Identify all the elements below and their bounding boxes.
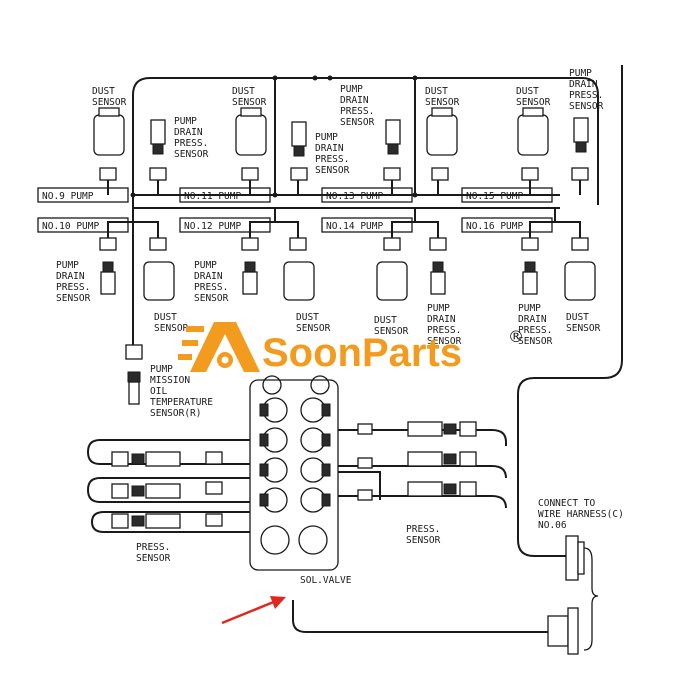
dust-sensor-icon: [93, 107, 125, 181]
press-sensor-label-right: PRESS. SENSOR: [406, 524, 446, 546]
logo-text: SoonParts: [262, 331, 462, 375]
connect-harness-label: CONNECT TO WIRE HARNESS(C) NO.06: [538, 498, 630, 531]
soonparts-logo: SoonParts ®: [178, 322, 524, 375]
left-press-sensors: [111, 451, 223, 529]
mission-temp-label: PUMP MISSION OIL TEMPERATURE SENSOR(R): [150, 364, 219, 419]
dust-sensor-icon: [376, 237, 408, 301]
dust-sensor-icon: [426, 107, 458, 181]
pump-label-no10: NO.10 PUMP: [42, 221, 99, 232]
highlight-arrow-icon: [221, 596, 286, 625]
pressure-sensor-icon: [429, 237, 447, 295]
registered-mark: ®: [508, 327, 524, 346]
dust-sensor-icon: [235, 107, 267, 181]
pump-labels: NO.9 PUMP NO.11 PUMP NO.13 PUMP NO.15 PU…: [37, 187, 553, 233]
pump-label-no9: NO.9 PUMP: [42, 191, 94, 202]
pressure-sensor-icon: [521, 237, 539, 295]
temperature-sensor-icon: [125, 344, 143, 405]
dust-sensor-icon: [283, 237, 315, 301]
harness-connectors: [547, 535, 599, 655]
pump-label-no11: NO.11 PUMP: [184, 191, 241, 202]
upper-sensors: [93, 107, 589, 181]
harness-wires: [86, 65, 623, 633]
pump-label-no15: NO.15 PUMP: [466, 191, 523, 202]
sol-valve-label: SOL.VALVE: [300, 575, 352, 586]
dust-sensor-icon: [143, 237, 175, 301]
pressure-sensor-icon: [290, 121, 308, 181]
dust-sensor-icon: [517, 107, 549, 181]
pump-label-no13: NO.13 PUMP: [326, 191, 383, 202]
pressure-sensor-icon: [99, 237, 117, 295]
pressure-sensor-icon: [571, 117, 589, 181]
pressure-sensor-icon: [241, 237, 259, 295]
logo-emblem-icon: [178, 322, 260, 372]
right-press-sensors: [357, 421, 477, 501]
pump-label-no12: NO.12 PUMP: [184, 221, 241, 232]
dust-sensor-icon: [564, 237, 596, 301]
lower-sensors: [99, 237, 596, 405]
pump-label-no14: NO.14 PUMP: [326, 221, 383, 232]
pressure-sensor-icon: [383, 119, 401, 181]
press-sensor-label-left: PRESS. SENSOR: [136, 542, 176, 564]
pressure-sensor-icon: [149, 119, 167, 181]
solenoid-valve-block: [249, 375, 339, 571]
pump-label-no16: NO.16 PUMP: [466, 221, 523, 232]
